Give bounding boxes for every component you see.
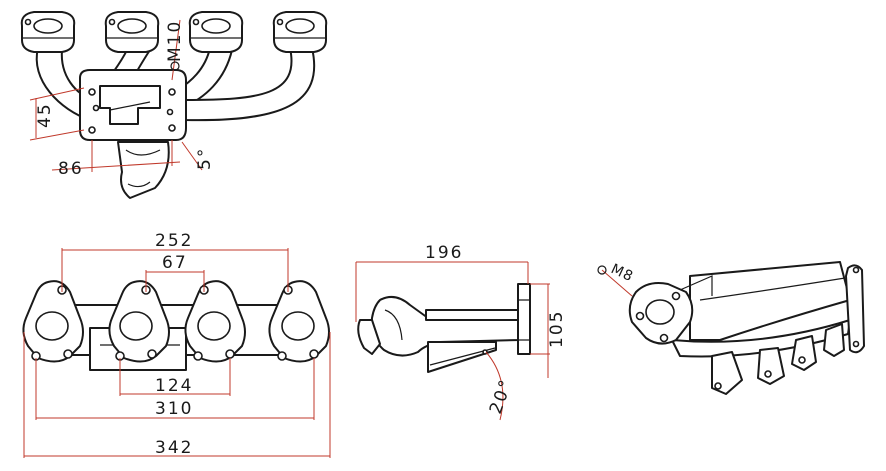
dim-252-label: 252 xyxy=(155,231,193,251)
angle-5-label: 5° xyxy=(195,147,215,170)
side-runner xyxy=(370,295,521,357)
m10-symbol xyxy=(170,61,180,71)
dim-124-label: 124 xyxy=(155,376,193,396)
iso-flange-d xyxy=(823,323,845,357)
dim-342-label: 342 xyxy=(155,438,193,458)
dim-105-label: 105 xyxy=(547,310,567,348)
dim-line-310 xyxy=(35,358,315,420)
flange-4 xyxy=(272,11,328,53)
dim-line-45 xyxy=(29,87,85,141)
iso-turbo-port xyxy=(645,299,675,325)
front-flange-3 xyxy=(184,280,246,363)
angle-20-label: 20° xyxy=(486,376,517,417)
isometric-right-view: M8 xyxy=(597,261,865,395)
flange-1 xyxy=(20,11,76,53)
dim-196-label: 196 xyxy=(425,243,463,263)
front-flange-1 xyxy=(22,280,84,363)
m8-label: M8 xyxy=(608,261,636,285)
dim-line-342 xyxy=(23,332,331,458)
dim-line-252 xyxy=(61,248,289,292)
flange-2 xyxy=(104,11,160,53)
side-top-pipe xyxy=(425,309,521,321)
dim-line-196 xyxy=(355,261,529,322)
outlet-edge xyxy=(125,149,161,156)
dim-line-124 xyxy=(119,358,231,396)
isometric-top-view: 45 86 5° M10 xyxy=(20,11,328,199)
flange-3 xyxy=(188,11,244,53)
turbo-flange xyxy=(79,69,187,141)
dim-310-label: 310 xyxy=(155,399,193,419)
dim-line-105 xyxy=(530,283,550,378)
dim-line-67 xyxy=(145,270,205,292)
iso-flange-c xyxy=(791,335,817,371)
dim-45-label: 45 xyxy=(35,102,55,128)
iso-side-flange xyxy=(845,264,865,354)
dim-86-label: 86 xyxy=(58,159,84,179)
front-flange-4 xyxy=(268,280,330,363)
front-view: 252 67 124 310 342 xyxy=(22,231,331,458)
side-turbo-flange xyxy=(517,283,531,355)
dim-line-5deg xyxy=(181,141,203,171)
m10-label: M10 xyxy=(165,20,185,62)
iso-flange-b xyxy=(757,347,785,385)
wastegate-outlet xyxy=(117,141,170,199)
m8-leader xyxy=(601,269,633,297)
dim-line-86 xyxy=(51,140,181,172)
front-flange-2 xyxy=(108,280,170,363)
side-runner-flange xyxy=(357,319,381,355)
m8-symbol xyxy=(597,265,607,275)
dim-arc-20deg xyxy=(485,351,504,421)
dim-67-label: 67 xyxy=(162,253,188,273)
side-view: 196 105 20° xyxy=(355,243,567,421)
